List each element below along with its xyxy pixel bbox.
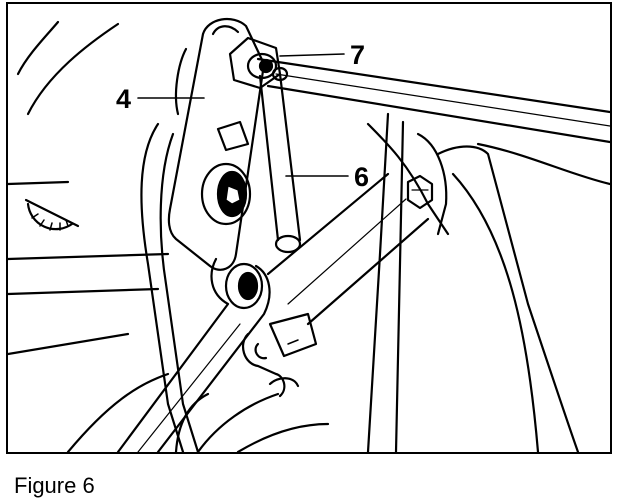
figure-frame: 4 6 7 [6, 2, 612, 454]
top-joint-7 [230, 38, 287, 88]
housing-right [368, 114, 610, 452]
mechanical-linkage-illustration [8, 4, 610, 452]
link-rod-6 [260, 74, 300, 252]
diagonal-rod [268, 174, 428, 324]
callout-4: 4 [116, 84, 132, 114]
top-rail [258, 59, 610, 142]
background-left [8, 22, 168, 452]
bottom-base [176, 394, 328, 452]
hex-nut-right [408, 176, 432, 208]
callout-7: 7 [350, 40, 366, 70]
leader-lines [138, 54, 348, 176]
lever-4 [141, 19, 264, 452]
connector-clip [243, 314, 316, 396]
leader-line-7 [280, 54, 344, 56]
lower-crank [118, 259, 270, 452]
serrated-wheel [26, 200, 78, 230]
center-bolt [202, 122, 250, 224]
callout-6: 6 [354, 162, 370, 192]
figure-caption: Figure 6 [14, 473, 95, 498]
